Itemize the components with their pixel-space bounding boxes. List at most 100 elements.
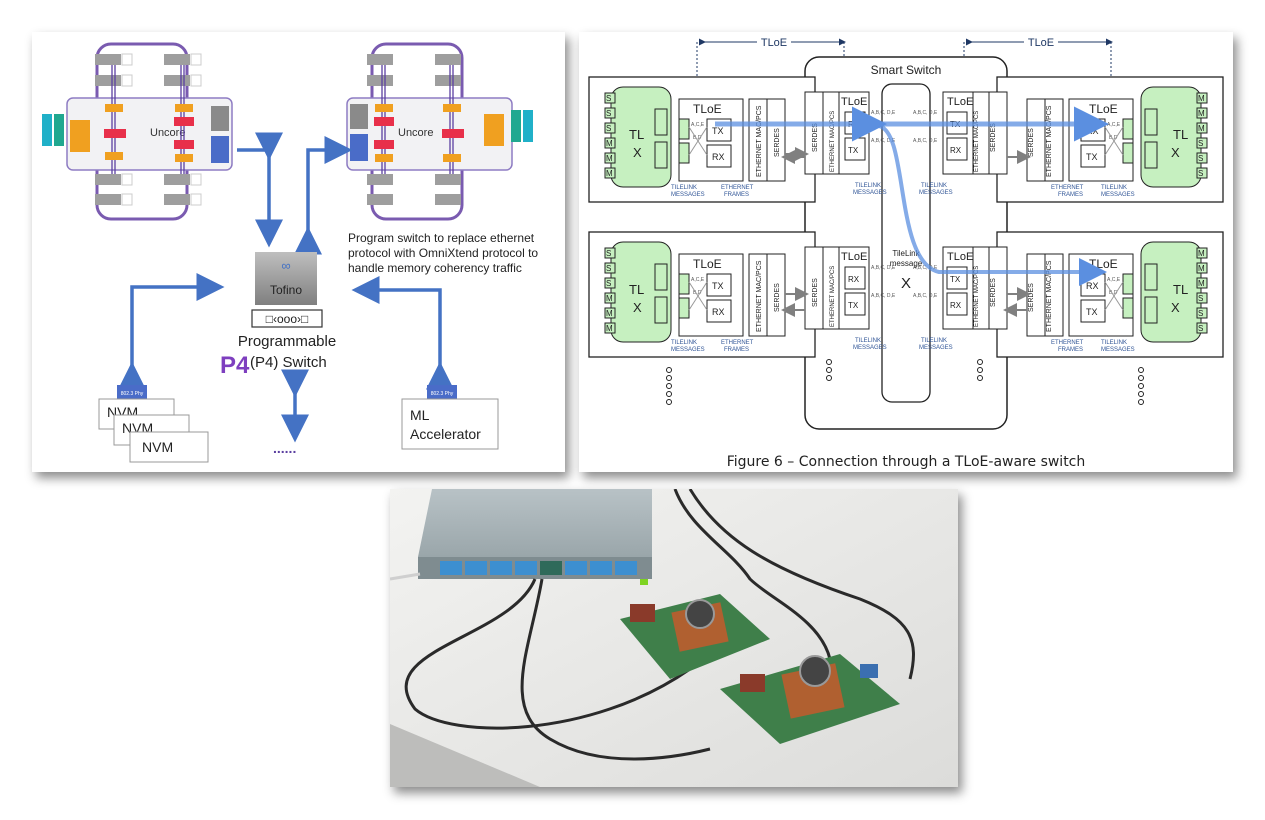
svg-text:S: S [606, 249, 611, 258]
svg-text:ETHERNET MAC/PCS: ETHERNET MAC/PCS [974, 266, 980, 327]
svg-text:protocol with OmniXtend protoc: protocol with OmniXtend protocol to [348, 246, 538, 260]
svg-text:TX: TX [1086, 307, 1098, 317]
svg-text:TX: TX [1086, 152, 1098, 162]
svg-text:RX: RX [712, 307, 725, 317]
svg-text:MESSAGES: MESSAGES [919, 345, 953, 351]
uncore-label: Uncore [150, 127, 185, 139]
svg-text:M: M [1198, 249, 1205, 258]
svg-text:TILELINK: TILELINK [855, 338, 881, 344]
svg-text:ETHERNET MAC/PCS: ETHERNET MAC/PCS [756, 105, 763, 177]
svg-text:ETHERNET: ETHERNET [721, 340, 754, 346]
left-chip: Uncore [42, 42, 233, 221]
svg-text:M: M [606, 169, 613, 178]
smart-switch-title: Smart Switch [871, 63, 942, 77]
svg-text:handle memory coherency traffi: handle memory coherency traffic [348, 261, 522, 275]
tloe-box-label: TLoE [1089, 257, 1118, 271]
svg-text:S: S [1198, 169, 1203, 178]
svg-text:A,B,C, D,E: A,B,C, D,E [871, 293, 896, 299]
svg-text:ETHERNET MAC/PCS: ETHERNET MAC/PCS [830, 266, 836, 327]
svg-text:S: S [606, 264, 611, 273]
svg-text:RX: RX [712, 152, 725, 162]
switch-title-line1: Programmable [238, 333, 336, 350]
svg-text:802.3 Phy: 802.3 Phy [431, 391, 454, 397]
svg-text:MESSAGES: MESSAGES [853, 345, 887, 351]
architecture-diagram: Uncore Uncore [42, 42, 538, 463]
svg-text:SERDES: SERDES [774, 283, 781, 312]
svg-text:Accelerator: Accelerator [410, 426, 481, 442]
fpga-board-2 [720, 654, 900, 744]
svg-text:S: S [1198, 324, 1203, 333]
svg-text:A,B,C, D,E: A,B,C, D,E [913, 138, 938, 144]
svg-text:ETHERNET MAC/PCS: ETHERNET MAC/PCS [974, 111, 980, 172]
ml-accelerator: 802.3 Phy ML Accelerator [401, 385, 499, 450]
svg-text:S: S [606, 124, 611, 133]
svg-text:SERDES: SERDES [812, 278, 819, 307]
svg-text:MESSAGES: MESSAGES [671, 347, 705, 353]
svg-text:S: S [606, 109, 611, 118]
svg-text:ML: ML [410, 407, 430, 423]
svg-text:B,D: B,D [693, 135, 702, 141]
svg-text:S: S [606, 279, 611, 288]
svg-text:SERDES: SERDES [774, 128, 781, 157]
svg-text:M: M [606, 294, 613, 303]
svg-text:TILELINK: TILELINK [671, 185, 697, 191]
crossbar-x: X [901, 275, 911, 292]
tl-label: TL [629, 282, 644, 297]
svg-text:MESSAGES: MESSAGES [1101, 347, 1135, 353]
tofino-switch: ∞ Tofino □‹ooo›□ Programmable P4 (P4) Sw… [220, 252, 336, 379]
svg-text:RX: RX [848, 275, 860, 284]
svg-text:TILELINK: TILELINK [671, 340, 697, 346]
nvm-label: NVM [142, 439, 173, 455]
tofino-label: Tofino [270, 283, 302, 297]
svg-text:TLoE: TLoE [1028, 37, 1054, 49]
highlight-path [715, 106, 1109, 286]
svg-text:RX: RX [950, 146, 962, 155]
switch-title-line2: (P4) Switch [250, 354, 327, 371]
p4-logo-icon: P4 [220, 352, 250, 379]
svg-text:ETHERNET: ETHERNET [1051, 185, 1084, 191]
svg-text:SERDES: SERDES [1028, 128, 1035, 157]
svg-text:FRAMES: FRAMES [1058, 192, 1083, 198]
svg-text:M: M [1198, 94, 1205, 103]
svg-text:S: S [1198, 139, 1203, 148]
x-label: X [633, 145, 642, 160]
svg-text:B,D: B,D [1109, 290, 1118, 296]
svg-text:TLoE: TLoE [841, 251, 867, 263]
svg-text:M: M [1198, 124, 1205, 133]
svg-text:RX: RX [1086, 281, 1099, 291]
tloe-box-label: TLoE [693, 102, 722, 116]
svg-text:ETHERNET MAC/PCS: ETHERNET MAC/PCS [1046, 105, 1053, 177]
svg-text:TX: TX [712, 126, 724, 136]
svg-text:SERDES: SERDES [812, 123, 819, 152]
svg-text:TLoE: TLoE [947, 251, 973, 263]
svg-text:SERDES: SERDES [990, 278, 997, 307]
tl-label: TL [629, 127, 644, 142]
svg-text:A,B,C, D,E: A,B,C, D,E [871, 110, 896, 116]
svg-text:M: M [1198, 264, 1205, 273]
svg-text:TX: TX [848, 146, 859, 155]
phy-block-left [211, 136, 229, 163]
svg-text:MESSAGES: MESSAGES [919, 190, 953, 196]
svg-text:S: S [1198, 154, 1203, 163]
svg-text:ETHERNET MAC/PCS: ETHERNET MAC/PCS [1046, 260, 1053, 332]
svg-text:ETHERNET: ETHERNET [721, 185, 754, 191]
svg-text:A,C,E: A,C,E [1107, 122, 1121, 128]
svg-text:FRAMES: FRAMES [724, 347, 749, 353]
svg-text:FRAMES: FRAMES [724, 192, 749, 198]
svg-text:S: S [1198, 309, 1203, 318]
svg-text:S: S [1198, 294, 1203, 303]
svg-text:FRAMES: FRAMES [1058, 347, 1083, 353]
svg-text:message: message [890, 259, 923, 268]
svg-text:TX: TX [712, 281, 724, 291]
switch-device [418, 489, 652, 585]
crossbar-box [881, 83, 931, 403]
tloe-diagram: TLoE TLoE Smart Switch TileLink message … [588, 35, 1224, 470]
svg-text:M: M [1198, 109, 1205, 118]
svg-text:M: M [606, 309, 613, 318]
